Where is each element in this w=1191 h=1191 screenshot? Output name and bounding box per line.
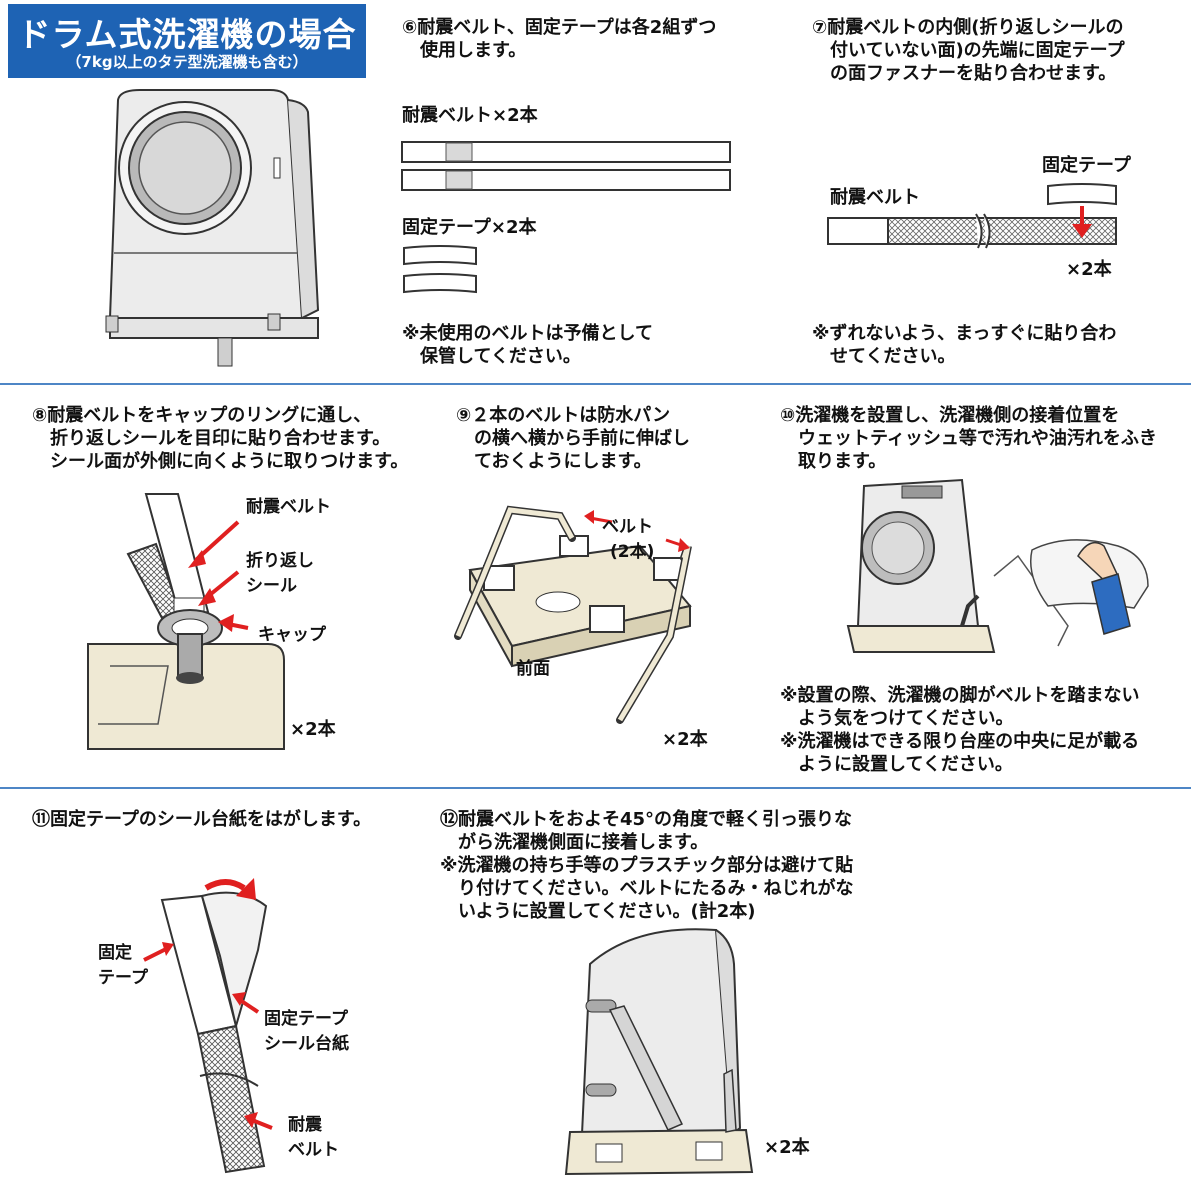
step9-line1: ⑨２本のベルトは防水パン — [456, 405, 671, 426]
step7-line1: ⑦耐震ベルトの内側(折り返しシールの — [812, 17, 1124, 38]
header-title: ドラム式洗濯機の場合 — [17, 15, 357, 54]
step9-instruction: ⑨２本のベルトは防水パン の横へ横から手前に伸ばし ておくようにします。 — [456, 404, 690, 473]
step12-line5: いように設置してください。(計2本) — [458, 901, 756, 922]
step7-count: ×2本 — [1066, 259, 1112, 280]
step12-line4: り付けてください。ベルトにたるみ・ねじれがな — [458, 878, 854, 899]
step10-note-line4: ように設置してください。 — [798, 754, 1013, 775]
step9-pan-illustration — [454, 505, 692, 724]
step6-line1: ⑥耐震ベルト、固定テープは各2組ずつ — [402, 17, 717, 38]
step8-label-seal-line2: シール — [246, 576, 297, 596]
step9-label-belt-line1: ベルト — [602, 517, 653, 537]
step7-belt-label: 耐震ベルト — [830, 187, 920, 208]
step8-count: ×2本 — [290, 719, 336, 740]
step11-label-tape: 固定 テープ — [98, 938, 148, 988]
step8-label-belt: 耐震ベルト — [246, 497, 331, 517]
step11-label-tape-line1: 固定 — [98, 943, 132, 963]
step10-instruction: ⑩洗濯機を設置し、洗濯機側の接着位置を ウェットティッシュ等で汚れや油汚れをふき… — [780, 404, 1157, 473]
step6-note: ※未使用のベルトは予備として 保管してください。 — [402, 322, 653, 368]
step7-note-line2: せてください。 — [830, 346, 956, 367]
section-header: ドラム式洗濯機の場合 （7kg以上のタテ型洗濯機も含む） — [8, 4, 366, 78]
step7-line3: の面ファスナーを貼り合わせます。 — [830, 63, 1117, 84]
step11-peel-illustration — [143, 878, 273, 1174]
step8-label-seal: 折り返し シール — [246, 546, 314, 596]
step6-belts-illustration — [401, 141, 731, 191]
step11-label-belt-line2: ベルト — [288, 1140, 339, 1160]
step9-line2: の横へ横から手前に伸ばし — [474, 428, 690, 449]
step10-line2: ウェットティッシュ等で汚れや油汚れをふき — [798, 428, 1157, 449]
step10-note: ※設置の際、洗濯機の脚がベルトを踏まない よう気をつけてください。 ※洗濯機はで… — [780, 684, 1140, 776]
step7-tape-label: 固定テープ — [1042, 155, 1131, 176]
step12-instruction: ⑫耐震ベルトをおよそ45°の角度で軽く引っ張りな がら洗濯機側面に接着します。 … — [440, 808, 853, 923]
step11-label-paper-line2: シール台紙 — [264, 1034, 349, 1054]
divider-1 — [0, 383, 1191, 385]
step10-note-line1: ※設置の際、洗濯機の脚がベルトを踏まない — [780, 685, 1140, 706]
step11-label-belt-line1: 耐震 — [288, 1115, 322, 1135]
divider-2 — [0, 787, 1191, 789]
step8-line3: シール面が外側に向くように取りつけます。 — [50, 451, 409, 472]
step12-line1: ⑫耐震ベルトをおよそ45°の角度で軽く引っ張りな — [440, 809, 853, 830]
step10-line1: ⑩洗濯機を設置し、洗濯機側の接着位置を — [780, 405, 1120, 426]
step8-label-cap: キャップ — [258, 625, 326, 645]
step9-line3: ておくようにします。 — [474, 451, 652, 472]
step12-line3: ※洗濯機の持ち手等のプラスチック部分は避けて貼 — [440, 855, 854, 876]
step10-note-line3: ※洗濯機はできる限り台座の中央に足が載る — [780, 731, 1140, 752]
step12-attach-illustration — [564, 928, 754, 1176]
step10-line3: 取ります。 — [798, 451, 887, 472]
step6-belt-label: 耐震ベルト×2本 — [402, 105, 538, 126]
step11-label-belt: 耐震 ベルト — [288, 1110, 339, 1160]
header-subtitle: （7kg以上のタテ型洗濯機も含む） — [66, 53, 308, 71]
step8-label-seal-line1: 折り返し — [246, 551, 314, 571]
step6-tape-label: 固定テープ×2本 — [402, 217, 537, 238]
step8-instruction: ⑧耐震ベルトをキャップのリングに通し、 折り返しシールを目印に貼り合わせます。 … — [32, 404, 408, 473]
step7-note: ※ずれないよう、まっすぐに貼り合わ せてください。 — [812, 322, 1116, 368]
step8-line2: 折り返しシールを目印に貼り合わせます。 — [50, 428, 391, 449]
step7-instruction: ⑦耐震ベルトの内側(折り返しシールの 付いていない面)の先端に固定テープ の面フ… — [812, 16, 1125, 85]
step8-cap-illustration — [87, 493, 285, 750]
step9-label-front: 前面 — [516, 659, 550, 679]
step8-line1: ⑧耐震ベルトをキャップのリングに通し、 — [32, 405, 372, 426]
step12-line2: がら洗濯機側面に接着します。 — [458, 832, 709, 853]
step6-tapes-illustration — [403, 245, 477, 294]
step6-note-line1: ※未使用のベルトは予備として — [402, 323, 653, 344]
drum-washer-illustration — [105, 89, 320, 367]
step11-label-paper-line1: 固定テープ — [264, 1009, 348, 1029]
step11-instruction: ⑪固定テープのシール台紙をはがします。 — [32, 809, 372, 830]
step11-label-tape-line2: テープ — [98, 968, 148, 988]
step6-instruction: ⑥耐震ベルト、固定テープは各2組ずつ 使用します。 — [402, 16, 716, 62]
step9-label-belt: ベルト (2本) — [602, 512, 654, 562]
step11-label-paper: 固定テープ シール台紙 — [264, 1004, 349, 1054]
step9-count: ×2本 — [662, 729, 708, 750]
step6-line2: 使用します。 — [420, 40, 527, 61]
step7-note-line1: ※ずれないよう、まっすぐに貼り合わ — [812, 323, 1117, 344]
step10-wipe-illustration — [846, 478, 1149, 653]
step12-count: ×2本 — [764, 1137, 810, 1158]
step7-line2: 付いていない面)の先端に固定テープ — [830, 40, 1125, 61]
step10-note-line2: よう気をつけてください。 — [798, 708, 1014, 729]
step9-label-belt-line2: (2本) — [610, 542, 655, 562]
step6-note-line2: 保管してください。 — [420, 346, 581, 367]
step7-belt-illustration — [827, 183, 1117, 249]
